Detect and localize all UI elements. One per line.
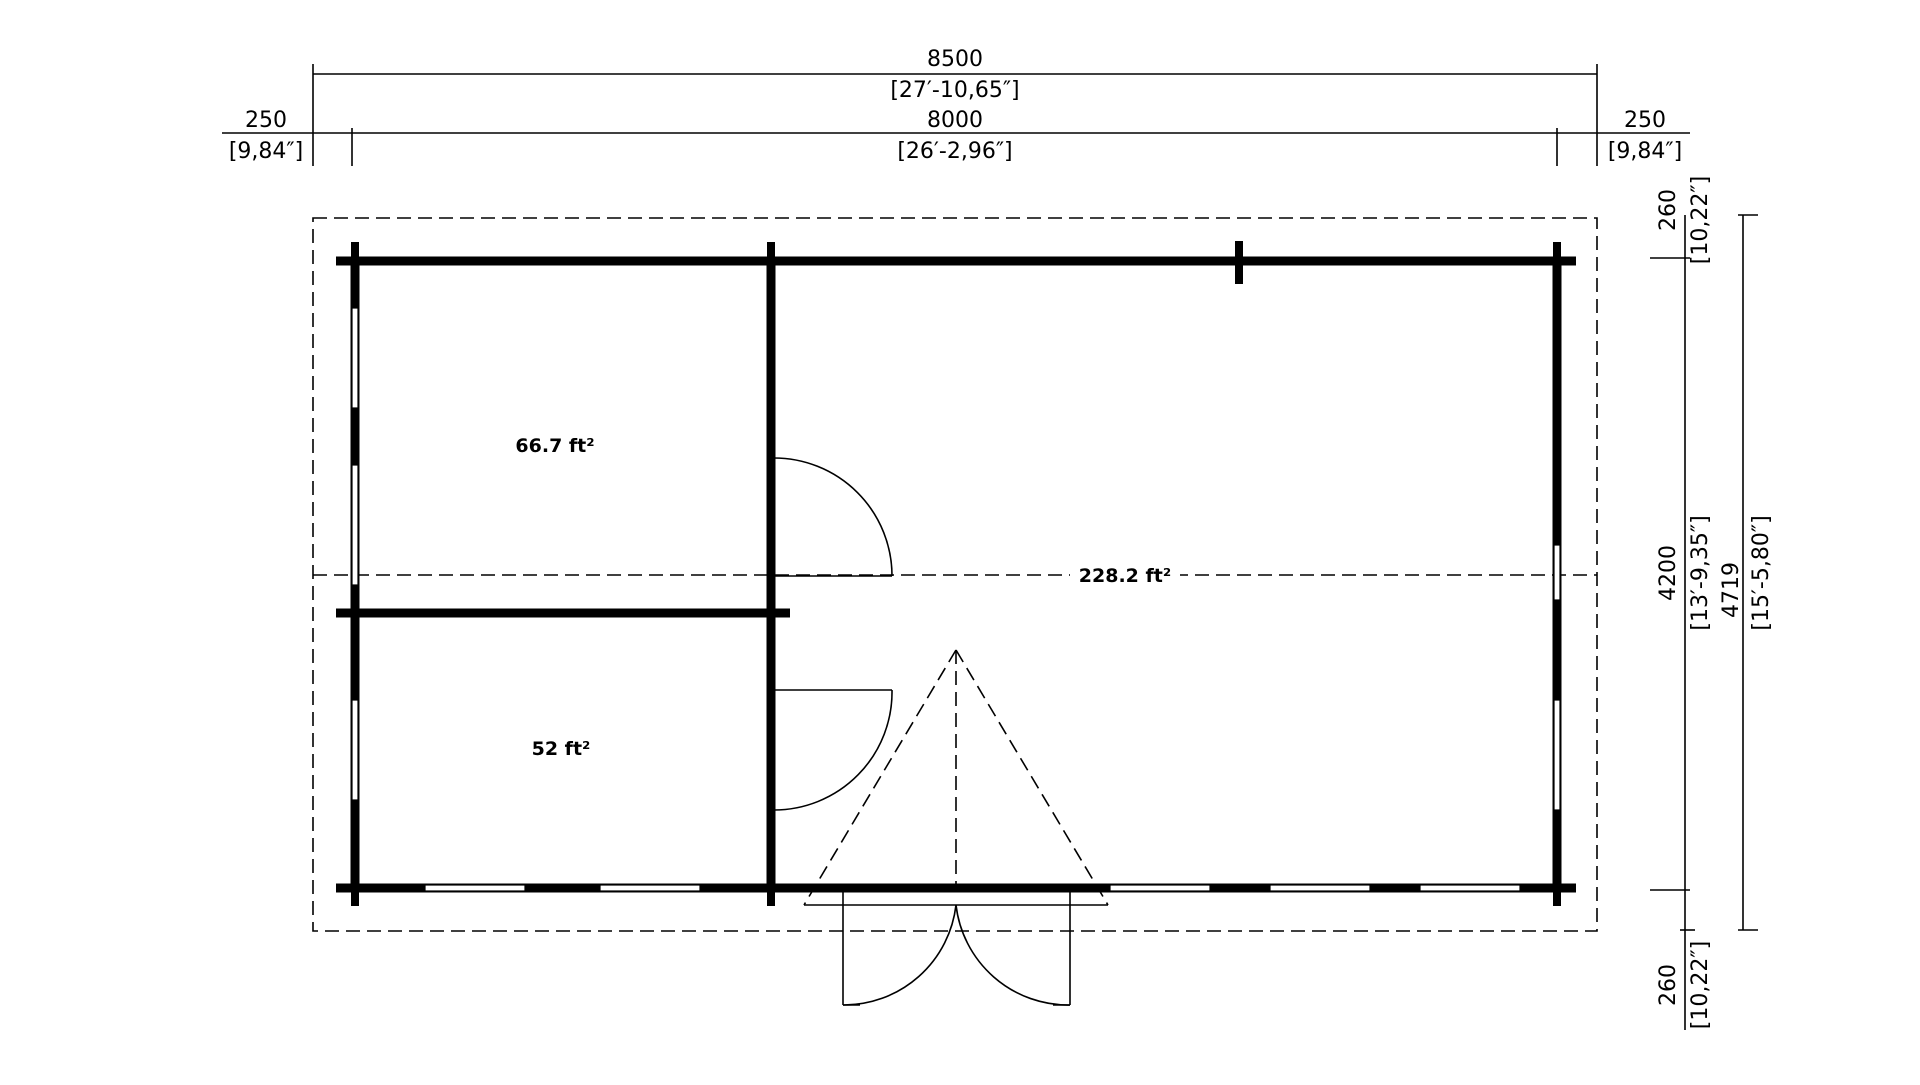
overall-width-mm: 8500 <box>927 47 983 72</box>
overall-depth-imperial: [15′-5,80″] <box>1749 515 1774 630</box>
bottom-overhang-mm: 260 <box>1656 964 1681 1006</box>
left-overhang-mm: 250 <box>245 108 287 133</box>
window-right-lower <box>1553 699 1561 811</box>
overall-width-imperial: [27′-10,65″] <box>890 78 1019 103</box>
right-overhang-mm: 250 <box>1624 108 1666 133</box>
main-room-area: 228.2 ft² <box>1079 565 1171 587</box>
top-overhang-mm: 260 <box>1656 189 1681 231</box>
window-right-upper <box>1553 544 1561 601</box>
main-room-label-bg <box>1070 558 1180 590</box>
top-overhang-imperial: [10,22″] <box>1688 176 1713 264</box>
inner-width-imperial: [26′-2,96″] <box>897 139 1012 164</box>
room-bottom-left-area: 52 ft² <box>532 738 591 760</box>
depth-mm: 4200 <box>1656 545 1681 601</box>
window-bottom-3 <box>1109 884 1211 892</box>
width-dimension-lines <box>222 64 1690 166</box>
window-left-upper <box>351 307 359 409</box>
overall-depth-mm: 4719 <box>1719 562 1744 618</box>
window-left-bottom <box>351 699 359 801</box>
entrance-double-door <box>803 649 1109 1006</box>
windows <box>351 307 1561 892</box>
bottom-overhang-imperial: [10,22″] <box>1688 941 1713 1029</box>
window-bottom-1 <box>424 884 526 892</box>
door-upper-room <box>770 457 893 578</box>
room-top-left-area: 66.7 ft² <box>515 435 594 457</box>
door-lower-room <box>773 689 893 811</box>
interior-walls <box>336 242 790 906</box>
depth-dimension-lines <box>1650 214 1758 1030</box>
right-overhang-imperial: [9,84″] <box>1608 139 1682 164</box>
left-overhang-imperial: [9,84″] <box>229 139 303 164</box>
depth-imperial: [13′-9,35″] <box>1688 515 1713 630</box>
window-bottom-5 <box>1419 884 1521 892</box>
inner-width-mm: 8000 <box>927 108 983 133</box>
window-left-lower <box>351 464 359 586</box>
window-bottom-2 <box>599 884 701 892</box>
window-bottom-4 <box>1269 884 1371 892</box>
